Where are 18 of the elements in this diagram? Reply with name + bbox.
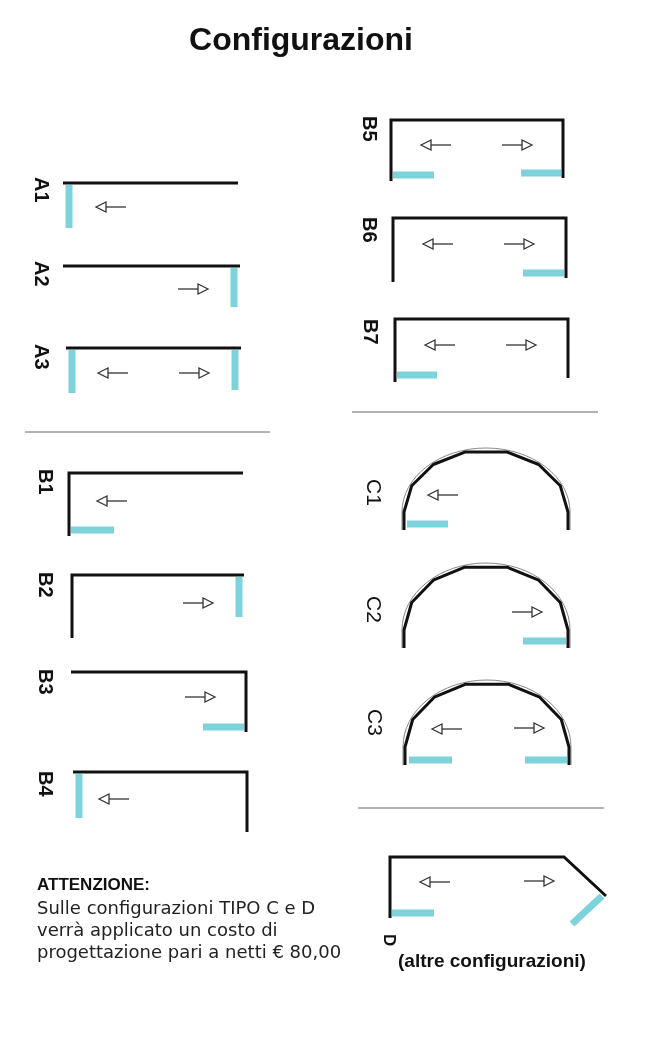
configuration-code: C3 xyxy=(365,709,386,736)
configuration-code: B1 xyxy=(36,469,56,495)
configuration-note: (altre configurazioni) xyxy=(398,950,586,972)
configuration-code: B3 xyxy=(36,669,56,695)
configuration-code: C2 xyxy=(364,596,385,623)
configuration-code: B6 xyxy=(360,217,380,243)
configuration-code: C1 xyxy=(364,479,385,506)
configuration-code: B7 xyxy=(361,319,381,345)
warning-text: Sulle configurazioni TIPO C e D verrà applicato un costo di progettazione pari a netti € 80,00 xyxy=(37,897,343,963)
configuration-code: B2 xyxy=(36,572,56,598)
configuration-code: B5 xyxy=(360,116,380,142)
configuration-code: A3 xyxy=(32,344,52,370)
warning-heading: ATTENZIONE: xyxy=(37,875,150,896)
configuration-code: D xyxy=(381,934,398,947)
page-title: Configurazioni xyxy=(189,22,413,58)
configuration-code: B4 xyxy=(36,771,56,797)
configuration-code: A1 xyxy=(32,177,52,203)
configuration-code: A2 xyxy=(32,261,52,287)
